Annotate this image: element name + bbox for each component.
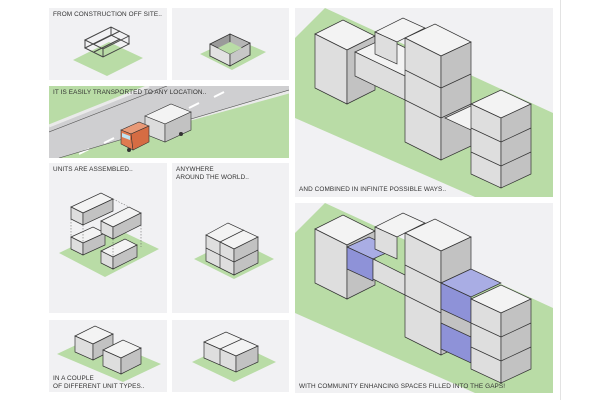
panel-unit-types: In a couple of different unit types..	[49, 320, 167, 392]
caption-community: With community enhancing spaces filled i…	[299, 383, 506, 390]
modular-complex-community-icon	[295, 203, 553, 393]
stacked-block-icon	[194, 222, 274, 279]
stacking-units-icon	[59, 192, 159, 277]
open-module-box-icon	[200, 33, 266, 70]
caption-combined: And combined in infinite possible ways..	[299, 186, 447, 193]
caption-anywhere: Anywhere around the world..	[176, 166, 250, 181]
panel-assembled: Units are assembled..	[49, 163, 167, 313]
panel-transport: It is easily transported to any location…	[49, 86, 289, 158]
panel-module-shell	[172, 8, 289, 80]
caption-construction: From construction off site..	[53, 11, 162, 18]
panel-community: With community enhancing spaces filled i…	[295, 203, 553, 393]
truck-on-road-icon	[49, 86, 289, 158]
panel-anywhere: Anywhere around the world..	[172, 163, 289, 313]
caption-transport: It is easily transported to any location…	[53, 89, 207, 96]
two-unit-types-icon	[57, 325, 161, 382]
joined-units-icon	[192, 331, 276, 382]
panel-construction: From construction off site..	[49, 8, 167, 80]
page-divider	[560, 0, 561, 400]
caption-unit-types: In a couple of different unit types..	[53, 375, 145, 390]
panel-joined-units	[172, 320, 289, 392]
caption-assembled: Units are assembled..	[53, 166, 133, 173]
modular-complex-icon	[295, 8, 553, 197]
panel-combined: And combined in infinite possible ways..	[295, 8, 553, 197]
wireframe-module-icon	[73, 26, 143, 76]
